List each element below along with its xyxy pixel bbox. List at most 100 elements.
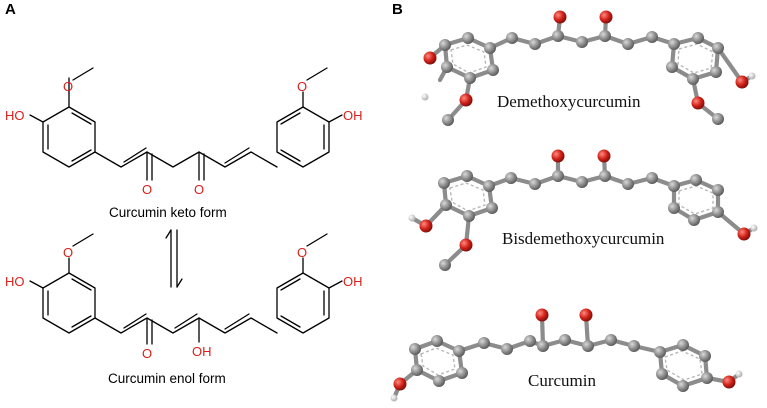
carbon-atom bbox=[668, 202, 680, 214]
keto-left-methoxy-o: O bbox=[63, 79, 73, 94]
hydrogen-atom bbox=[421, 93, 429, 101]
carbon-atom bbox=[433, 375, 445, 387]
keto-left-ring bbox=[42, 106, 96, 168]
carbon-atom bbox=[699, 350, 711, 362]
carbon-atom bbox=[687, 73, 699, 85]
oxygen-atom bbox=[423, 51, 437, 65]
oxygen-atom bbox=[691, 96, 705, 110]
oxygen-atom bbox=[722, 375, 736, 389]
carbon-atom bbox=[524, 335, 536, 347]
model-label-demethoxycurcumin: Demethoxycurcumin bbox=[497, 92, 641, 111]
carbon-atom bbox=[442, 114, 454, 126]
carbon-atom bbox=[690, 174, 702, 186]
carbon-atom bbox=[411, 364, 423, 376]
enol-caption: Curcumin enol form bbox=[108, 371, 226, 386]
carbon-atom bbox=[576, 36, 588, 48]
oxygen-atom bbox=[459, 238, 473, 252]
model-label-curcumin: Curcumin bbox=[528, 371, 596, 390]
enol-carbonyl-o: O bbox=[142, 346, 152, 361]
carbon-atom bbox=[484, 42, 496, 54]
keto-right-ring bbox=[276, 106, 330, 168]
oxygen-atom bbox=[737, 227, 751, 241]
carbon-atom bbox=[712, 206, 724, 218]
hydrogen-atom bbox=[748, 72, 756, 80]
enol-left-methoxy-o: O bbox=[63, 245, 73, 260]
oxygen-atom bbox=[393, 377, 407, 391]
oxygen-atom bbox=[535, 308, 549, 322]
carbon-atom bbox=[656, 368, 668, 380]
hydrogen-atom bbox=[390, 394, 398, 402]
carbon-atom bbox=[461, 170, 473, 182]
keto-right-methoxy-o: O bbox=[297, 79, 307, 94]
carbon-atom bbox=[409, 343, 421, 355]
oxygen-atom bbox=[419, 219, 433, 233]
carbon-atom bbox=[483, 180, 495, 192]
carbon-atom bbox=[710, 66, 722, 78]
carbon-atom bbox=[559, 334, 571, 346]
carbon-atom bbox=[677, 339, 689, 351]
enol-hydroxyl: OH bbox=[192, 344, 212, 359]
hydrogen-atom bbox=[750, 224, 758, 232]
panel-a-letter: A bbox=[5, 1, 16, 18]
carbon-atom bbox=[701, 372, 713, 384]
hydrogen-atom bbox=[408, 214, 416, 222]
carbon-atom bbox=[668, 38, 680, 50]
enol-right-methoxy-o: O bbox=[297, 245, 307, 260]
keto-carbonyl-o-2: O bbox=[194, 182, 204, 197]
keto-structure bbox=[29, 67, 343, 181]
carbon-atom bbox=[487, 64, 499, 76]
carbon-atom bbox=[438, 177, 450, 189]
panel-b-letter: B bbox=[392, 1, 403, 18]
carbon-atom bbox=[688, 214, 700, 226]
enol-left-ring bbox=[42, 272, 96, 334]
carbon-atom bbox=[582, 340, 594, 352]
carbon-atom bbox=[646, 172, 658, 184]
keto-right-hydroxyl: OH bbox=[343, 108, 363, 123]
carbon-atom bbox=[552, 30, 564, 42]
oxygen-atom bbox=[551, 149, 565, 163]
carbon-atom bbox=[529, 178, 541, 190]
carbon-atom bbox=[712, 184, 724, 196]
carbon-atom bbox=[440, 199, 452, 211]
carbon-atom bbox=[453, 345, 465, 357]
carbon-atom bbox=[628, 340, 640, 352]
carbon-atom bbox=[463, 210, 475, 222]
carbon-atom bbox=[529, 38, 541, 50]
carbon-atom bbox=[666, 61, 678, 73]
oxygen-atom bbox=[735, 75, 749, 89]
carbon-atom bbox=[599, 30, 611, 42]
carbon-atom bbox=[501, 343, 513, 355]
enol-right-hydroxyl: OH bbox=[343, 274, 363, 289]
enol-structure bbox=[29, 233, 343, 345]
carbon-atom bbox=[486, 202, 498, 214]
keto-caption: Curcumin keto form bbox=[109, 205, 227, 220]
carbon-atom bbox=[712, 113, 724, 125]
keto-left-hydroxyl: HO bbox=[5, 108, 25, 123]
carbon-atom bbox=[576, 176, 588, 188]
carbon-atom bbox=[622, 178, 634, 190]
carbon-atom bbox=[692, 32, 704, 44]
carbon-atom bbox=[431, 335, 443, 347]
carbon-atom bbox=[441, 61, 453, 73]
carbon-atom bbox=[712, 42, 724, 54]
carbon-atom bbox=[646, 31, 658, 43]
carbon-atom bbox=[622, 38, 634, 50]
carbon-atom bbox=[462, 32, 474, 44]
oxygen-atom bbox=[579, 308, 593, 322]
carbon-atom bbox=[456, 367, 468, 379]
carbon-atom bbox=[552, 170, 564, 182]
carbon-atom bbox=[439, 39, 451, 51]
oxygen-atom bbox=[553, 10, 567, 24]
carbon-atom bbox=[537, 340, 549, 352]
model-label-bisdemethoxycurcumin: Bisdemethoxycurcumin bbox=[502, 229, 665, 248]
atom-balls bbox=[390, 10, 758, 402]
carbon-atom bbox=[478, 337, 490, 349]
oxygen-atom bbox=[597, 149, 611, 163]
carbon-atom bbox=[654, 346, 666, 358]
carbon-atom bbox=[599, 170, 611, 182]
oxygen-atom bbox=[459, 93, 473, 107]
hydrogen-atom bbox=[735, 370, 743, 378]
carbon-atom bbox=[506, 32, 518, 44]
carbon-atom bbox=[439, 259, 451, 271]
